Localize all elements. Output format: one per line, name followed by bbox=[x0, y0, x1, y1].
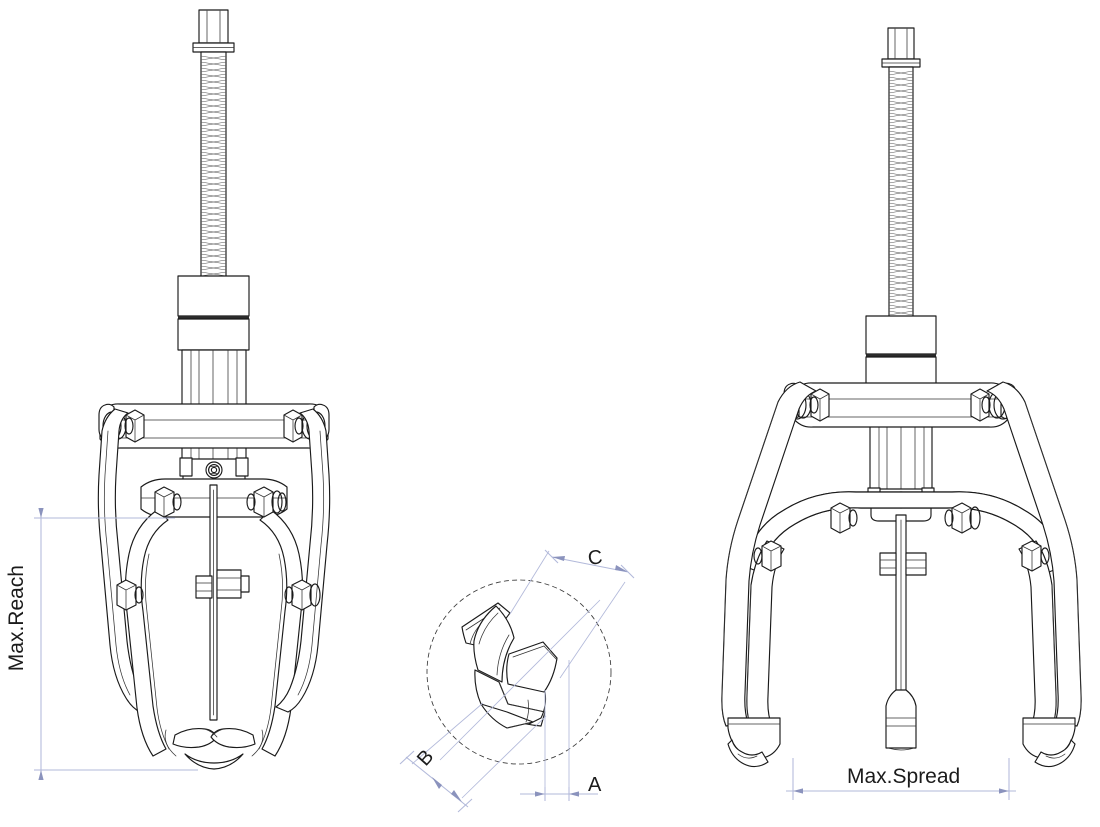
dim-label-max-spread: Max.Spread bbox=[847, 765, 961, 788]
left-mid-hex-bolt-upper-right bbox=[246, 486, 287, 518]
dim-max-spread bbox=[786, 758, 1016, 800]
right-mid-hex-bolt-upper-left bbox=[830, 502, 858, 534]
detail-center-axis bbox=[439, 599, 601, 761]
right-center-collar-nut-right bbox=[905, 552, 927, 576]
dim-label-max-reach: Max.Reach bbox=[5, 565, 28, 672]
left-center-pin bbox=[209, 484, 218, 721]
dim-c bbox=[509, 549, 635, 679]
left-lower-hex-bolt-right bbox=[284, 579, 321, 611]
left-center-collar-nut-left bbox=[195, 575, 213, 599]
right-hex-drive-head bbox=[881, 27, 921, 68]
dim-max-reach bbox=[34, 508, 198, 780]
right-threaded-shaft bbox=[888, 66, 914, 318]
dim-label-a: A bbox=[588, 774, 602, 796]
left-mid-hex-bolt-upper-left bbox=[154, 486, 182, 518]
detail-view-group bbox=[399, 549, 635, 813]
left-center-collar-nut-right bbox=[216, 569, 250, 599]
right-view-group bbox=[721, 27, 1082, 768]
detail-jaw-tip bbox=[461, 602, 558, 729]
right-center-collar-nut-left bbox=[879, 552, 897, 576]
left-jaw-arm-mid-right bbox=[258, 509, 304, 757]
right-lower-hex-bolt-right bbox=[1021, 540, 1050, 572]
left-body-collar bbox=[177, 275, 250, 351]
detail-enlargement-circle bbox=[426, 579, 612, 765]
dim-a bbox=[520, 660, 598, 801]
right-mid-hex-bolt-upper-right bbox=[944, 502, 981, 534]
right-jaw-tip-left bbox=[727, 717, 781, 768]
left-pivot-bolt bbox=[205, 461, 223, 479]
left-jaw-arm-right bbox=[275, 408, 331, 713]
left-view-group bbox=[97, 9, 331, 770]
left-jaw-arm-mid-left bbox=[124, 509, 170, 757]
right-center-shaft bbox=[895, 514, 907, 696]
right-body-collar bbox=[865, 315, 937, 385]
right-center-shaft-tip bbox=[885, 689, 917, 751]
dim-b bbox=[399, 702, 547, 813]
dim-label-c: C bbox=[586, 546, 604, 570]
left-lower-hex-bolt-left bbox=[116, 579, 144, 611]
right-lower-hex-bolt-left bbox=[753, 540, 782, 572]
left-hex-drive-head bbox=[192, 9, 235, 53]
left-jaw-tip-group bbox=[164, 728, 264, 770]
left-threaded-shaft bbox=[200, 51, 227, 281]
right-jaw-tip-right bbox=[1022, 717, 1076, 768]
